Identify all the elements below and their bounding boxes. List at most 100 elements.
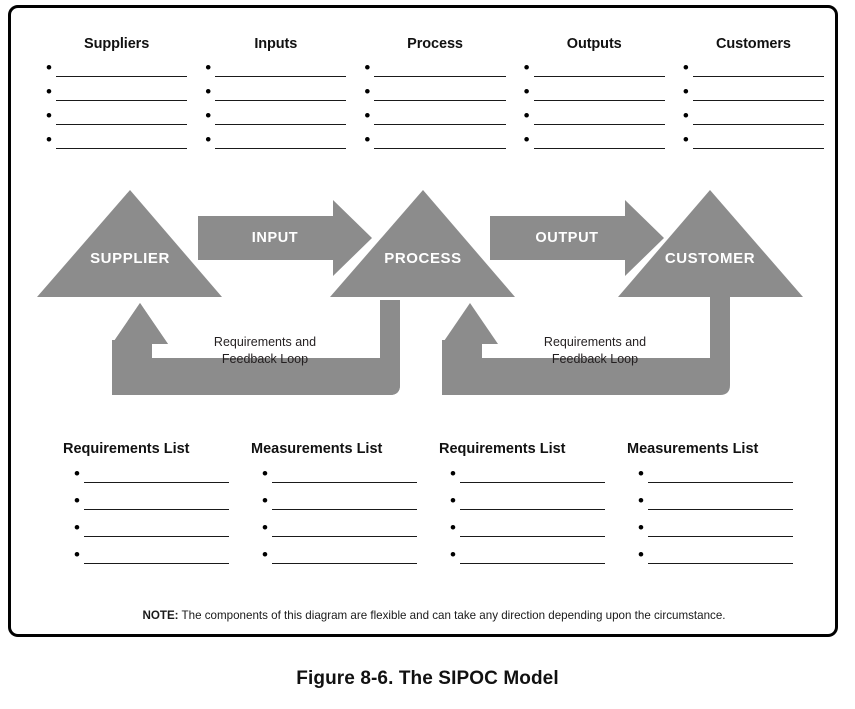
blank-entry[interactable]: • bbox=[523, 82, 665, 111]
bullet-icon: • bbox=[364, 82, 371, 101]
write-in-rule[interactable] bbox=[648, 496, 793, 510]
bullet-icon: • bbox=[638, 464, 644, 483]
write-in-rule[interactable] bbox=[84, 550, 229, 564]
blank-entry[interactable]: • bbox=[627, 518, 793, 550]
blank-entry[interactable]: • bbox=[523, 130, 665, 159]
write-in-rule[interactable] bbox=[272, 523, 417, 537]
bullet-icon: • bbox=[262, 464, 268, 483]
write-in-rule[interactable] bbox=[692, 63, 825, 77]
blank-entry[interactable]: • bbox=[524, 107, 665, 135]
blank-entry[interactable]: • bbox=[524, 59, 665, 87]
write-in-rule[interactable] bbox=[215, 87, 347, 101]
write-in-rule[interactable] bbox=[460, 550, 605, 564]
blank-entry[interactable]: • bbox=[364, 82, 506, 111]
bullet-icon: • bbox=[523, 130, 530, 149]
blank-entry[interactable]: • bbox=[627, 464, 793, 496]
bullet-icon: • bbox=[262, 518, 268, 537]
blank-entry[interactable]: • bbox=[683, 131, 825, 159]
blank-entry[interactable]: • bbox=[682, 58, 825, 87]
bullet-icon: • bbox=[638, 545, 644, 564]
bullet-icon: • bbox=[638, 518, 644, 537]
write-in-rule[interactable] bbox=[272, 496, 417, 510]
write-in-rule[interactable] bbox=[533, 63, 665, 77]
bullet-icon: • bbox=[262, 491, 268, 510]
bullet-icon: • bbox=[450, 545, 456, 564]
blank-entry[interactable]: • bbox=[205, 82, 347, 111]
write-in-rule[interactable] bbox=[648, 523, 793, 537]
bullet-icon: • bbox=[450, 518, 456, 537]
write-in-rule[interactable] bbox=[272, 550, 417, 564]
blank-entry[interactable]: • bbox=[627, 492, 793, 523]
write-in-rule[interactable] bbox=[56, 111, 188, 125]
write-in-rule[interactable] bbox=[533, 111, 665, 125]
bullet-icon: • bbox=[74, 491, 80, 510]
bullet-icon: • bbox=[523, 82, 530, 101]
blank-entry[interactable]: • bbox=[251, 491, 417, 523]
blank-entry[interactable]: • bbox=[205, 131, 347, 159]
blank-entry[interactable]: • bbox=[683, 107, 825, 135]
write-in-rule[interactable] bbox=[374, 111, 506, 125]
blank-entry[interactable]: • bbox=[63, 518, 229, 550]
write-in-rule[interactable] bbox=[692, 135, 825, 149]
diagram-frame: Suppliers • • • • Inp bbox=[8, 5, 838, 637]
write-in-rule[interactable] bbox=[215, 111, 347, 125]
bullet-icon: • bbox=[205, 82, 212, 101]
bullet-icon: • bbox=[205, 58, 212, 77]
column-outputs: Outputs • • • • bbox=[515, 36, 674, 176]
write-in-rule[interactable] bbox=[272, 469, 417, 483]
write-in-rule[interactable] bbox=[56, 87, 188, 101]
blank-entry[interactable]: • bbox=[63, 491, 229, 523]
write-in-rule[interactable] bbox=[215, 63, 347, 77]
blank-entry[interactable]: • bbox=[46, 130, 188, 159]
write-in-rule[interactable] bbox=[460, 523, 605, 537]
blank-entry[interactable]: • bbox=[439, 518, 605, 550]
bullet-icon: • bbox=[46, 130, 52, 149]
blank-entry[interactable]: • bbox=[205, 107, 347, 135]
blank-entry[interactable]: • bbox=[63, 465, 229, 496]
blank-entry[interactable]: • bbox=[46, 106, 188, 135]
bullet-icon: • bbox=[46, 106, 52, 125]
figure-caption: Figure 8-6. The SIPOC Model bbox=[296, 668, 559, 689]
bullet-icon: • bbox=[682, 58, 689, 77]
write-in-rule[interactable] bbox=[84, 496, 229, 510]
write-in-rule[interactable] bbox=[648, 469, 793, 483]
bullet-icon: • bbox=[74, 518, 80, 537]
blank-entry[interactable]: • bbox=[251, 546, 417, 577]
write-in-rule[interactable] bbox=[84, 469, 229, 483]
blank-entry[interactable]: • bbox=[439, 491, 605, 523]
write-in-rule[interactable] bbox=[374, 87, 506, 101]
blank-entry[interactable]: • bbox=[364, 107, 506, 135]
blank-entry[interactable]: • bbox=[439, 465, 605, 496]
blank-entry[interactable]: • bbox=[364, 59, 506, 87]
write-in-rule[interactable] bbox=[460, 496, 605, 510]
write-in-rule[interactable] bbox=[533, 87, 665, 101]
blank-entry[interactable]: • bbox=[364, 131, 506, 159]
list-title: Requirements List bbox=[439, 441, 566, 457]
write-in-rule[interactable] bbox=[56, 63, 188, 77]
column-title: Outputs bbox=[566, 36, 622, 52]
bullet-icon: • bbox=[450, 491, 456, 510]
bottom-list-columns: Requirements List • • • • bbox=[63, 441, 815, 586]
write-in-rule[interactable] bbox=[648, 550, 793, 564]
blank-entry[interactable]: • bbox=[46, 59, 188, 87]
write-in-rule[interactable] bbox=[84, 523, 229, 537]
write-in-rule[interactable] bbox=[533, 135, 665, 149]
list-title: Requirements List bbox=[63, 441, 190, 457]
write-in-rule[interactable] bbox=[692, 87, 825, 101]
blank-entry[interactable]: • bbox=[205, 58, 347, 87]
blank-entry[interactable]: • bbox=[627, 545, 793, 577]
blank-entry[interactable]: • bbox=[46, 83, 188, 111]
write-in-rule[interactable] bbox=[374, 63, 506, 77]
write-in-rule[interactable] bbox=[460, 469, 605, 483]
note-label: NOTE: bbox=[142, 609, 179, 622]
blank-entry[interactable]: • bbox=[683, 83, 825, 111]
list-requirements-process: Requirements List • • • • bbox=[439, 441, 627, 586]
write-in-rule[interactable] bbox=[692, 111, 825, 125]
blank-entry[interactable]: • bbox=[251, 518, 417, 550]
write-in-rule[interactable] bbox=[215, 135, 347, 149]
blank-entry[interactable]: • bbox=[251, 464, 417, 496]
write-in-rule[interactable] bbox=[374, 135, 506, 149]
write-in-rule[interactable] bbox=[56, 135, 188, 149]
blank-entry[interactable]: • bbox=[63, 546, 229, 577]
blank-entry[interactable]: • bbox=[439, 545, 605, 577]
